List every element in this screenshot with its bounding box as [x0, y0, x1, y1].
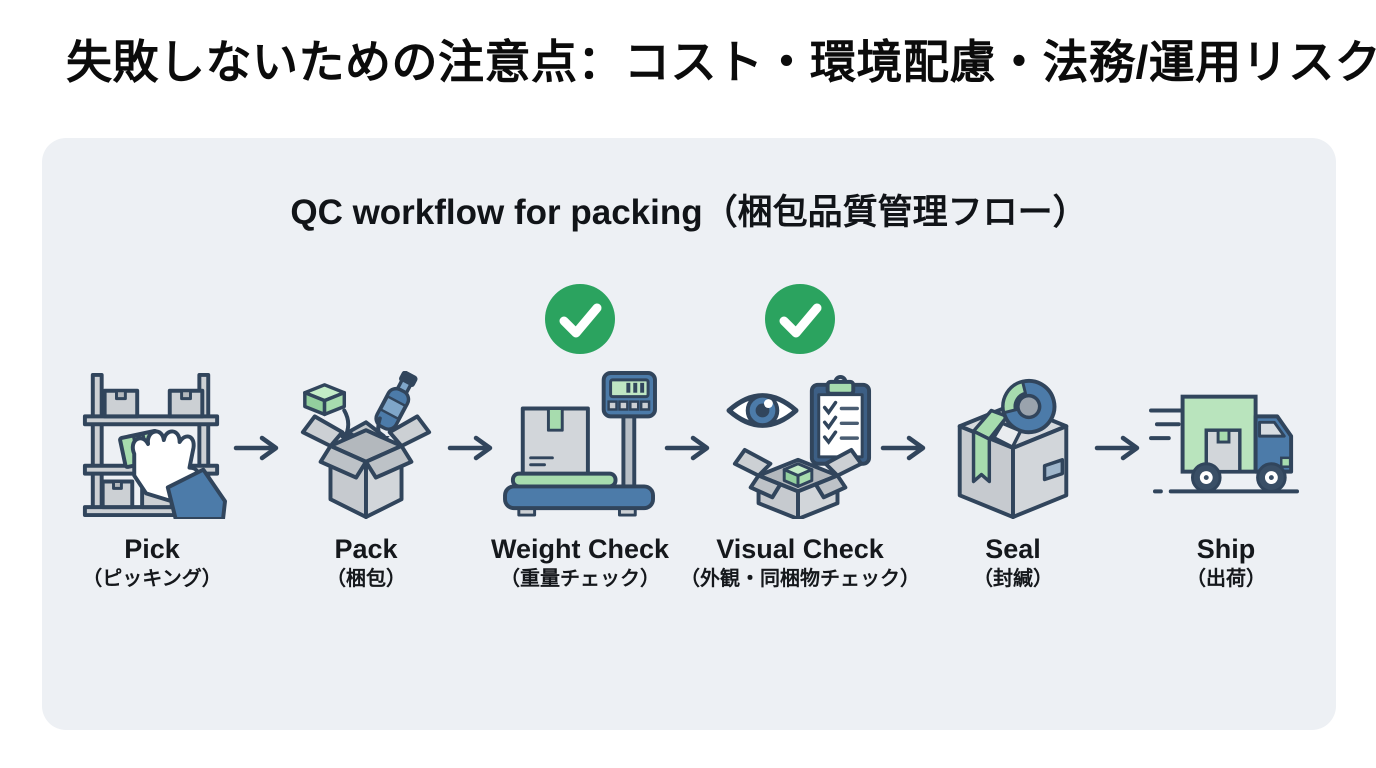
right-arrow-icon — [880, 432, 932, 464]
check-slot-empty — [1190, 283, 1262, 371]
step-visual-check: Visual Check （外観・同梱物チェック） — [670, 283, 930, 591]
right-arrow-icon — [233, 432, 285, 464]
eye-clipboard-inspection-icon — [720, 371, 880, 519]
step-label-en: Visual Check — [716, 534, 884, 564]
check-slot-empty — [977, 283, 1049, 371]
warehouse-shelf-picking-icon — [72, 371, 232, 519]
step-seal: Seal （封緘） — [883, 283, 1143, 591]
step-label-ja: （梱包） — [326, 567, 406, 590]
check-circle-icon — [544, 283, 616, 371]
step-label-en: Pack — [334, 534, 398, 564]
step-label-ja: （外観・同梱物チェック） — [680, 567, 920, 590]
step-label-en: Pick — [124, 534, 180, 564]
panel-title: QC workflow for packing（梱包品質管理フロー） — [290, 193, 1088, 232]
step-label-en: Ship — [1196, 534, 1256, 564]
check-circle-icon — [764, 283, 836, 371]
step-label-ja: （封緘） — [973, 567, 1053, 590]
page-title: 失敗しないための注意点：コスト・環境配慮・法務/運用リスク — [66, 36, 1376, 88]
check-slot-empty — [330, 283, 402, 371]
step-pack: Pack （梱包） — [236, 283, 496, 591]
step-ship: Ship （出荷） — [1096, 283, 1356, 591]
right-arrow-icon — [1094, 432, 1146, 464]
step-label-en: Seal — [985, 534, 1041, 564]
step-label-ja: （ピッキング） — [82, 567, 222, 590]
open-box-packing-icon — [286, 371, 446, 519]
tape-sealed-box-icon — [933, 371, 1093, 519]
step-pick: Pick （ピッキング） — [22, 283, 282, 591]
weighing-scale-icon — [500, 371, 660, 519]
step-label-ja: （重量チェック） — [500, 567, 660, 590]
delivery-truck-icon — [1146, 371, 1306, 519]
step-weight-check: Weight Check （重量チェック） — [450, 283, 710, 591]
step-label-en: Weight Check — [490, 534, 670, 564]
right-arrow-icon — [664, 432, 716, 464]
workflow-panel: QC workflow for packing（梱包品質管理フロー） — [42, 138, 1336, 730]
right-arrow-icon — [447, 432, 499, 464]
check-slot-empty — [116, 283, 188, 371]
step-label-ja: （出荷） — [1186, 567, 1266, 590]
